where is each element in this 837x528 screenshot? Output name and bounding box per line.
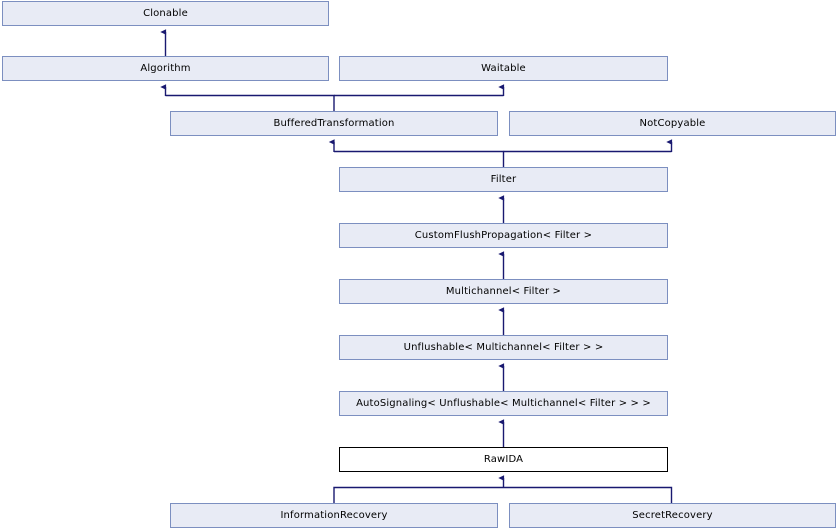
class-node-informationrecovery[interactable]: InformationRecovery: [170, 503, 498, 528]
edge-derived-riser: [333, 486, 673, 503]
class-node-label: CustomFlushPropagation< Filter >: [414, 229, 593, 241]
class-node-label: Clonable: [143, 7, 188, 19]
class-node-filter[interactable]: Filter: [339, 167, 668, 192]
class-node-clonable[interactable]: Clonable: [2, 1, 329, 26]
class-node-label: Filter: [490, 173, 517, 185]
class-node-label: Waitable: [481, 62, 526, 74]
class-node-secretrecovery[interactable]: SecretRecovery: [509, 503, 836, 528]
class-node-label: Algorithm: [140, 62, 191, 74]
class-node-label: InformationRecovery: [280, 509, 388, 521]
class-node-label: Unflushable< Multichannel< Filter > >: [403, 341, 604, 353]
class-node-waitable[interactable]: Waitable: [339, 56, 668, 81]
class-node-label: BufferedTransformation: [273, 117, 395, 129]
class-node-unflushable[interactable]: Unflushable< Multichannel< Filter > >: [339, 335, 668, 360]
edge-bufferedtransformation-riser: [165, 94, 335, 111]
class-node-label: Multichannel< Filter >: [445, 285, 562, 297]
class-node-label: NotCopyable: [639, 117, 706, 129]
class-node-algorithm[interactable]: Algorithm: [2, 56, 329, 81]
class-node-label: SecretRecovery: [632, 509, 713, 521]
class-node-label: RawIDA: [483, 453, 524, 465]
class-node-multichannel[interactable]: Multichannel< Filter >: [339, 279, 668, 304]
class-node-label: AutoSignaling< Unflushable< Multichannel…: [356, 397, 651, 409]
class-node-customflushpropagation[interactable]: CustomFlushPropagation< Filter >: [339, 223, 668, 248]
class-node-bufferedtransformation[interactable]: BufferedTransformation: [170, 111, 498, 136]
edge-filter-riser: [334, 150, 505, 167]
class-node-notcopyable[interactable]: NotCopyable: [509, 111, 836, 136]
class-node-rawida[interactable]: RawIDA: [339, 447, 668, 472]
class-node-autosignaling[interactable]: AutoSignaling< Unflushable< Multichannel…: [339, 391, 668, 416]
